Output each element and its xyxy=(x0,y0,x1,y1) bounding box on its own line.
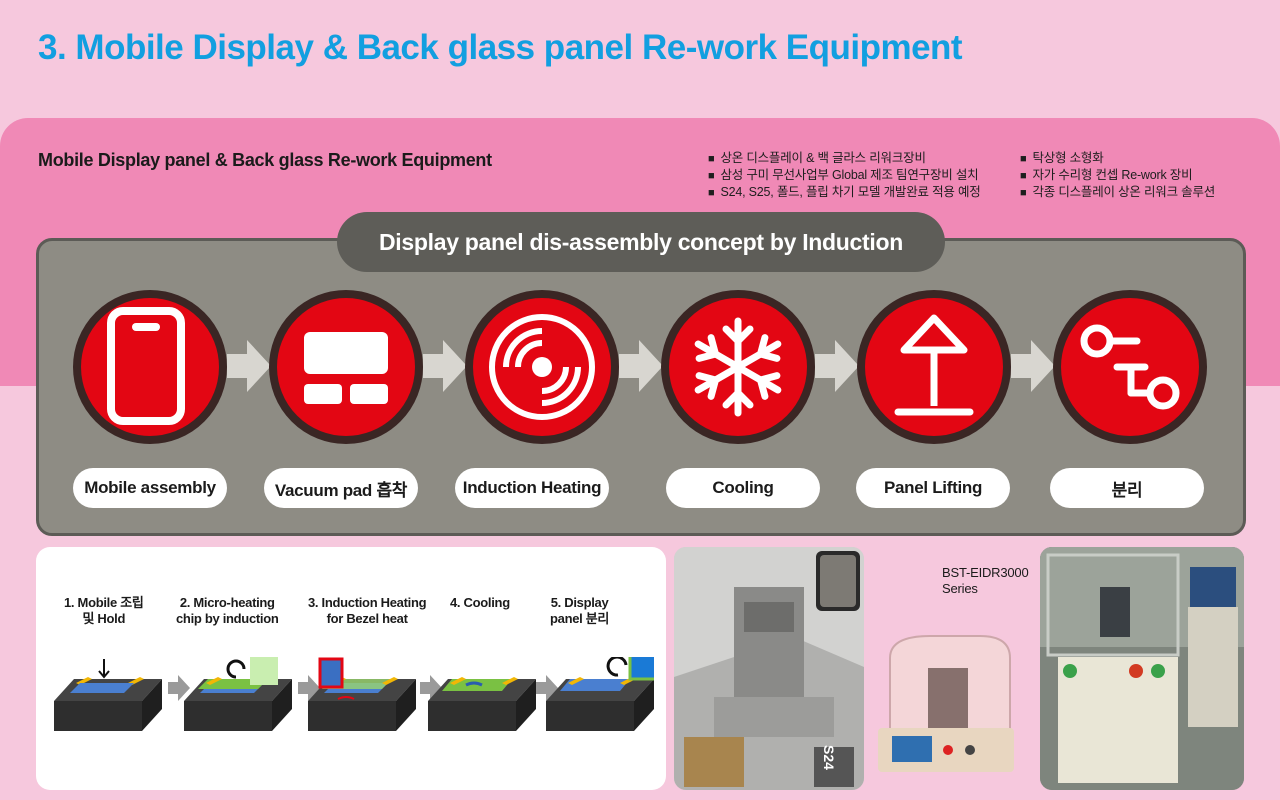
diagram-step-1-illustration xyxy=(54,659,162,731)
step-mobile-assembly xyxy=(73,290,227,444)
feature-item: 탁상형 소형화 xyxy=(1020,150,1215,167)
step-separation xyxy=(1053,290,1207,444)
factory-machine-photo xyxy=(1040,547,1244,790)
diagram-step-3-illustration xyxy=(308,657,416,731)
arrow-right-icon xyxy=(168,675,190,701)
feature-item: 자가 수리형 컨셉 Re-work 장비 xyxy=(1020,167,1215,184)
step-induction-heating xyxy=(465,290,619,444)
arrow-right-icon xyxy=(227,340,271,392)
diagram-step-caption: 4. Cooling xyxy=(450,595,510,610)
model-label: BST-EIDR3000 Series xyxy=(942,565,1029,596)
process-diagram-card: 1. Mobile 조립 및 Hold 2. Micro-heating chi… xyxy=(36,547,666,790)
smartphone-icon xyxy=(107,307,185,425)
lift-arrow-icon xyxy=(894,314,974,416)
diagram-step-caption: 1. Mobile 조립 및 Hold xyxy=(64,595,144,626)
step-cooling xyxy=(661,290,815,444)
separation-icon xyxy=(1080,324,1180,410)
section-heading: Mobile Display panel & Back glass Re-wor… xyxy=(38,150,492,170)
diagram-step-4-illustration xyxy=(428,677,536,731)
feature-item: 삼성 구미 무선사업부 Global 제조 팀연구장비 설치 xyxy=(708,167,981,184)
feature-list-right: 탁상형 소형화 자가 수리형 컨셉 Re-work 장비 각종 디스플레이 상온… xyxy=(1020,150,1215,201)
phone-model-text: S24 xyxy=(821,745,837,770)
tabletop-unit-photo xyxy=(870,628,1018,778)
step-label: Panel Lifting xyxy=(856,468,1010,508)
diagram-step-caption: 2. Micro-heating chip by induction xyxy=(176,595,279,626)
arrow-right-icon xyxy=(420,675,442,701)
step-panel-lifting xyxy=(857,290,1011,444)
concept-title: Display panel dis-assembly concept by In… xyxy=(337,212,945,272)
arrow-right-icon xyxy=(298,675,320,701)
arrow-right-icon xyxy=(619,340,663,392)
step-label: Cooling xyxy=(666,468,820,508)
step-label: Mobile assembly xyxy=(73,468,227,508)
step-label: 분리 xyxy=(1050,468,1204,508)
step-label: Induction Heating xyxy=(455,468,609,508)
vacuum-pad-icon xyxy=(304,332,388,404)
step-label: Vacuum pad 흡착 xyxy=(264,468,418,508)
diagram-step-caption: 5. Display panel 분리 xyxy=(550,595,610,626)
feature-item: S24, S25, 폴드, 플립 차기 모델 개발완료 적용 예정 xyxy=(708,184,980,201)
diagram-step-caption: 3. Induction Heating for Bezel heat xyxy=(308,595,427,626)
induction-coil-icon xyxy=(489,314,595,420)
arrow-right-icon xyxy=(536,675,558,701)
snowflake-icon xyxy=(694,317,782,417)
feature-list-left: 상온 디스플레이 & 백 글라스 리워크장비 삼성 구미 무선사업부 Globa… xyxy=(708,150,981,201)
page-title: 3. Mobile Display & Back glass panel Re-… xyxy=(38,28,963,67)
feature-item: 상온 디스플레이 & 백 글라스 리워크장비 xyxy=(708,150,981,167)
diagram-step-2-illustration xyxy=(184,657,292,731)
feature-item: 각종 디스플레이 상온 리워크 솔루션 xyxy=(1020,184,1215,201)
cad-render-photo: S24 xyxy=(674,547,864,790)
arrow-right-icon xyxy=(423,340,467,392)
arrow-right-icon xyxy=(815,340,859,392)
arrow-right-icon xyxy=(1011,340,1055,392)
step-vacuum-pad xyxy=(269,290,423,444)
diagram-step-5-illustration xyxy=(546,657,654,731)
